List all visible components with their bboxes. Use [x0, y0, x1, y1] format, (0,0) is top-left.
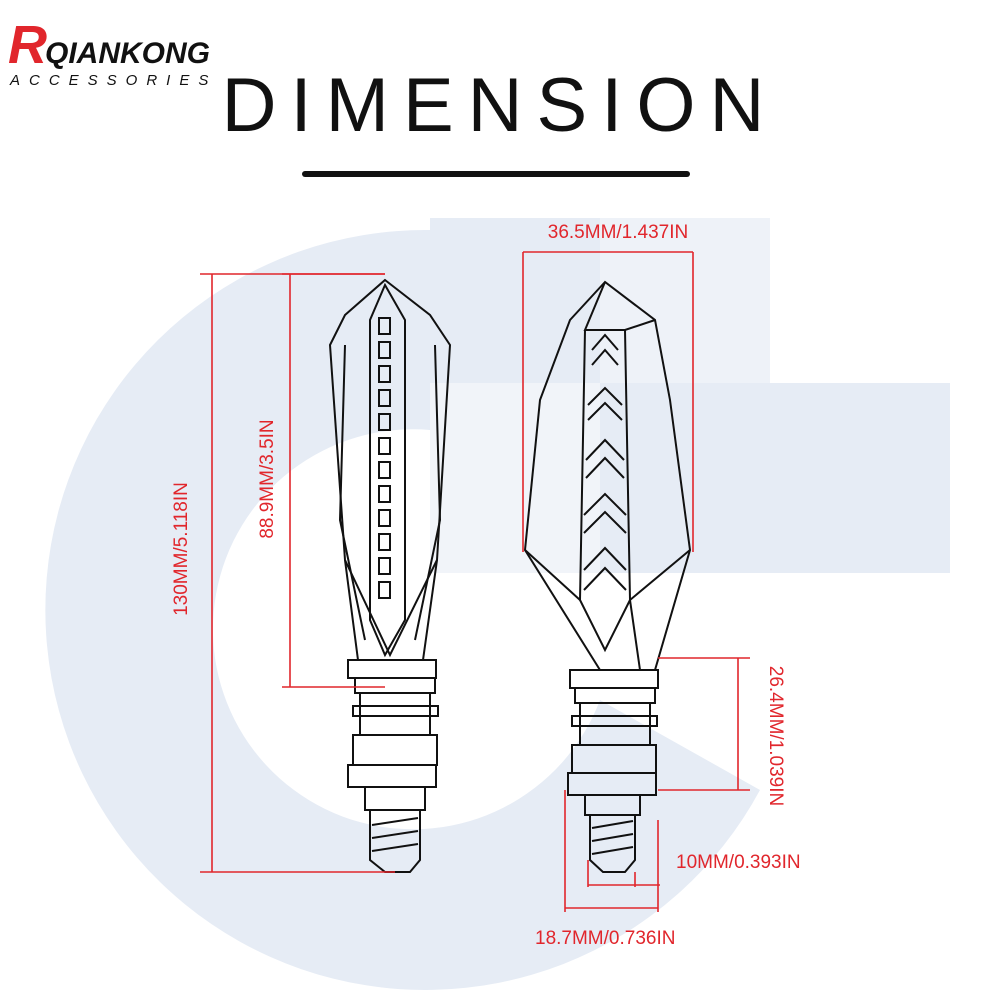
- right-ring: [571, 715, 658, 727]
- right-washer: [584, 795, 641, 816]
- right-facet-line: [583, 281, 656, 331]
- watermark-block-5: [430, 383, 600, 573]
- left-ring: [352, 705, 439, 717]
- right-arrow-strip: [578, 329, 632, 653]
- right-collar: [569, 669, 659, 689]
- right-chevrons: [583, 333, 627, 591]
- left-facet-line: [344, 559, 438, 658]
- logo-letter: R: [8, 15, 47, 75]
- dimension-lines: [200, 251, 750, 912]
- stem-length-line: [658, 657, 750, 791]
- left-collar: [347, 659, 437, 679]
- brand-logo: RQIANKONG: [8, 14, 210, 76]
- width-label: 36.5MM/1.437IN: [547, 222, 689, 243]
- thread-diameter-label: 10MM/0.393IN: [676, 852, 801, 873]
- nut-width-label: 18.7MM/0.736IN: [535, 928, 676, 949]
- right-thread: [591, 820, 634, 855]
- right-stem: [579, 703, 651, 745]
- lens-length-label: 88.9MM/3.5IN: [257, 419, 278, 539]
- width-line: [522, 251, 694, 552]
- right-facet-line: [524, 549, 691, 671]
- nut-width-line: [564, 790, 659, 912]
- watermark-block-1: [430, 218, 600, 383]
- logo-wordmark: QIANKONG: [45, 37, 210, 70]
- lens-length-line: [282, 273, 385, 688]
- left-thread: [371, 817, 419, 852]
- right-nut: [567, 772, 657, 796]
- watermark-block-4: [770, 383, 950, 573]
- left-facet-line: [338, 344, 366, 641]
- right-ring: [574, 687, 656, 704]
- total-length-line: [200, 273, 395, 873]
- logo-subtitle: ACCESSORIES: [10, 72, 218, 89]
- stem-length-label: 26.4MM/1.039IN: [765, 665, 786, 807]
- left-turn-signal: [328, 278, 452, 873]
- thread-diameter-line: [587, 860, 660, 887]
- right-bolt: [589, 815, 636, 873]
- left-washer: [364, 787, 426, 811]
- left-nut: [347, 764, 437, 788]
- right-turn-signal: [523, 280, 692, 873]
- page-title: DIMENSION: [221, 63, 779, 148]
- right-lens-outline: [523, 280, 692, 671]
- title-underline: [302, 171, 690, 177]
- total-length-label: 130MM/5.118IN: [171, 482, 192, 616]
- right-nut: [571, 744, 657, 774]
- left-facet-line: [414, 344, 442, 641]
- left-ring: [354, 677, 436, 694]
- left-bolt: [369, 810, 421, 873]
- left-stem: [359, 693, 431, 735]
- left-led-segments: [378, 317, 391, 599]
- left-nut: [352, 734, 438, 766]
- left-led-strip: [369, 282, 406, 658]
- watermark-ring: [45, 229, 760, 990]
